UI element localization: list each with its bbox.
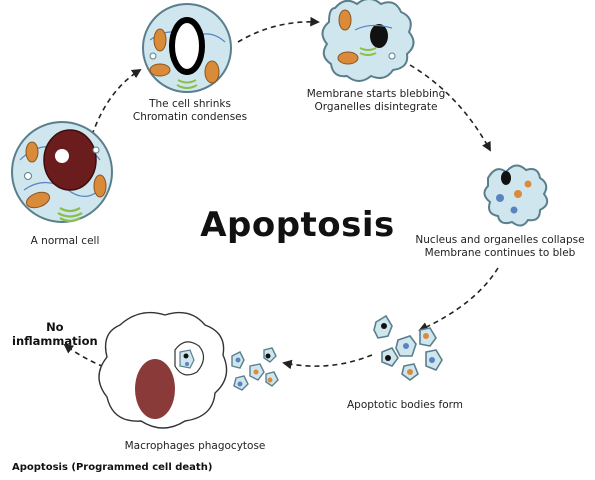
- collapsed-cell: [483, 164, 549, 227]
- condensed-nucleus: [169, 17, 205, 75]
- vesicle-icon: [24, 172, 32, 180]
- macrophage: [98, 311, 228, 429]
- shrunk-cell: [142, 3, 232, 93]
- arrow-bodies-to-macrophage: [282, 354, 373, 370]
- arrow-collapse-to-bodies: [418, 267, 499, 332]
- macrophage-nucleus: [135, 359, 175, 419]
- apoptotic-bodies: [373, 314, 443, 381]
- stage-label-macrophage: Macrophages phagocytose: [124, 440, 266, 452]
- stage-label-normal: A normal cell: [30, 235, 100, 247]
- stage-label-bodies: Apoptotic bodies form: [346, 399, 464, 411]
- mitochondrion-icon: [25, 191, 51, 209]
- nucleus-icon: [43, 129, 97, 191]
- engulfed-bodies: [231, 347, 279, 391]
- golgi-icon: [57, 207, 83, 223]
- figure-caption: Apoptosis (Programmed cell death): [12, 462, 213, 473]
- arrow-bleb-to-collapse: [409, 64, 491, 152]
- blebbing-cell: [321, 0, 415, 82]
- normal-cell: [11, 121, 113, 223]
- diagram-title: Apoptosis: [200, 205, 395, 245]
- arrow-shrink-to-bleb: [237, 16, 320, 43]
- arrow-normal-to-shrink: [91, 68, 142, 136]
